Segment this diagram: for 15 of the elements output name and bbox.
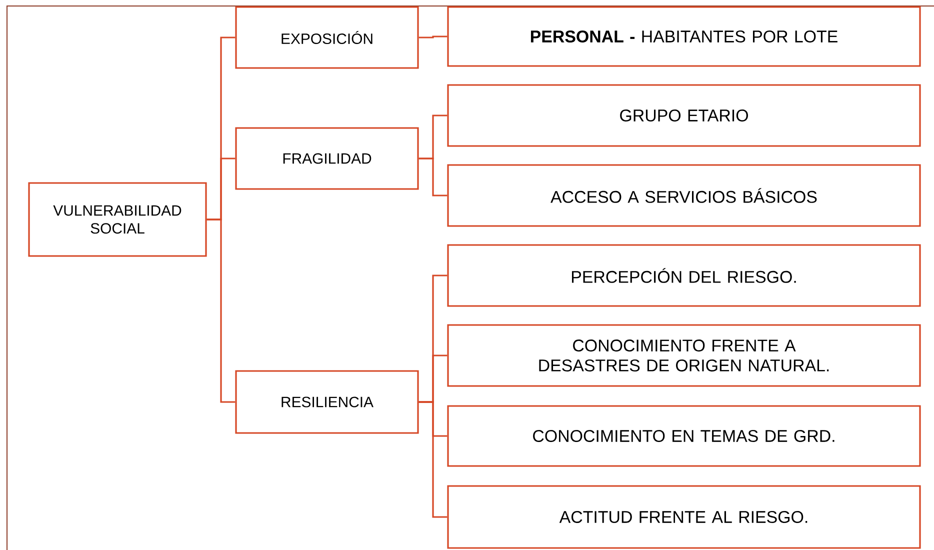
text-box: CONOCIMIENTO FRENTE A DESASTRES DE ORIGEN NATURAL. (447, 324, 921, 387)
text-box: CONOCIMIENTO EN TEMAS DE GRD. (447, 405, 921, 467)
connector-line (418, 158, 448, 196)
text-box: ACCESO A SERVICIOS BÁSICOS (447, 164, 921, 227)
text-box: EXPOSICIÓN (235, 6, 419, 69)
text-box: RESILIENCIA (235, 370, 419, 434)
text-box: PERCEPCIÓN DEL RIESGO. (447, 244, 921, 307)
text-box: FRAGILIDAD (235, 127, 419, 190)
connector-line (206, 218, 236, 403)
text-box: GRUPO ETARIO (447, 84, 921, 147)
connector-line (418, 401, 448, 518)
text-box: PERSONAL - HABITANTES POR LOTE (447, 6, 921, 67)
text-box: ACTITUD FRENTE AL RIESGO. (447, 485, 921, 549)
connector-line (418, 36, 448, 38)
text-box: VULNERABILIDAD SOCIAL (28, 182, 207, 257)
